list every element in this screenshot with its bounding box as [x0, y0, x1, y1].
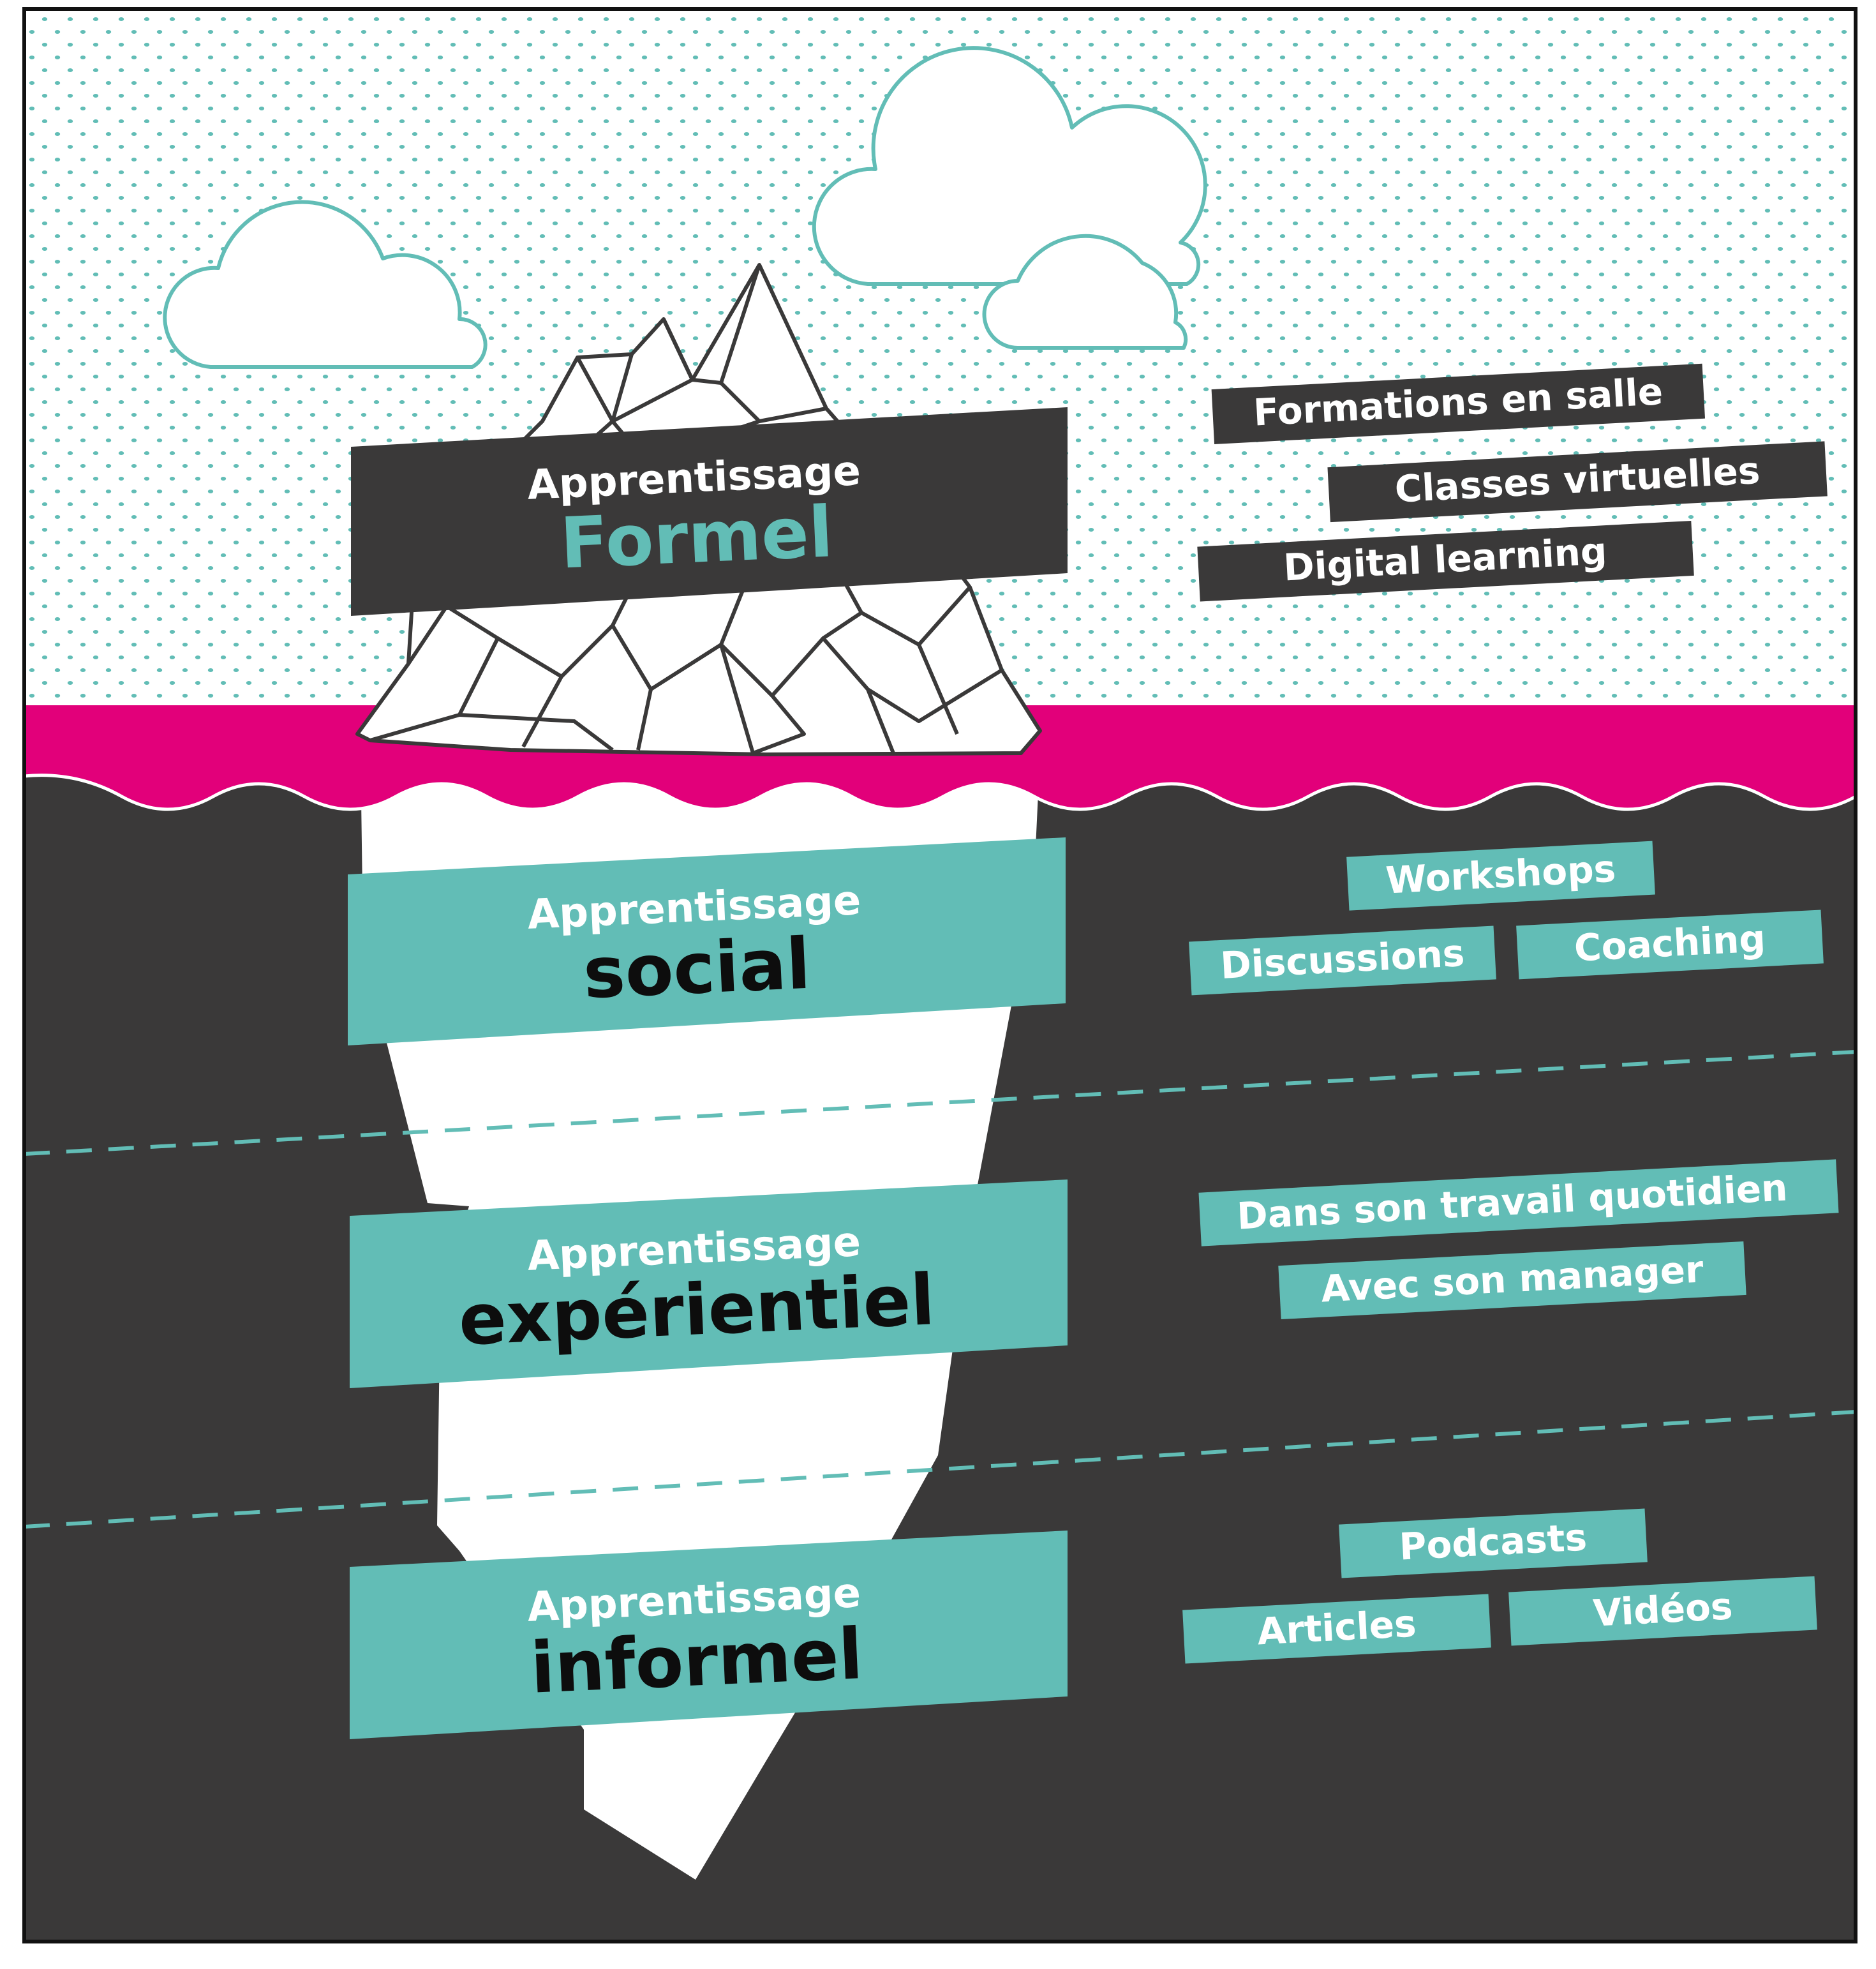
svg-text:Coaching: Coaching [1573, 917, 1766, 970]
tag-chip: Avec son manager [1278, 1241, 1746, 1320]
cloud-icon [812, 46, 1207, 286]
tag-chip: Workshops [1346, 841, 1655, 911]
depth-separator [24, 1410, 1856, 1529]
water-line [24, 774, 1857, 811]
banner-social [348, 837, 1066, 1045]
svg-text:Podcasts: Podcasts [1398, 1515, 1588, 1568]
svg-text:Articles: Articles [1256, 1602, 1417, 1654]
frame [22, 7, 1857, 1943]
cloud-icon [982, 234, 1188, 350]
level-name: social [581, 923, 812, 1014]
banner-experientiel [350, 1179, 1068, 1388]
depth-separator [24, 1050, 1856, 1156]
tag-chip: Coaching [1516, 910, 1824, 980]
tag-chip: Discussions [1189, 925, 1496, 996]
level-name: Formel [558, 491, 835, 585]
level-name: informel [529, 1613, 865, 1709]
banner-informel [350, 1531, 1068, 1739]
tag-chip: Podcasts [1339, 1508, 1648, 1578]
banner-formel [351, 407, 1068, 616]
tag-chip: Classes virtuelles [1327, 441, 1828, 523]
cloud-icon [163, 200, 488, 369]
svg-text:Vidéos: Vidéos [1592, 1584, 1734, 1635]
tag-chip: Vidéos [1508, 1576, 1817, 1646]
tag-chip: Articles [1182, 1594, 1491, 1664]
